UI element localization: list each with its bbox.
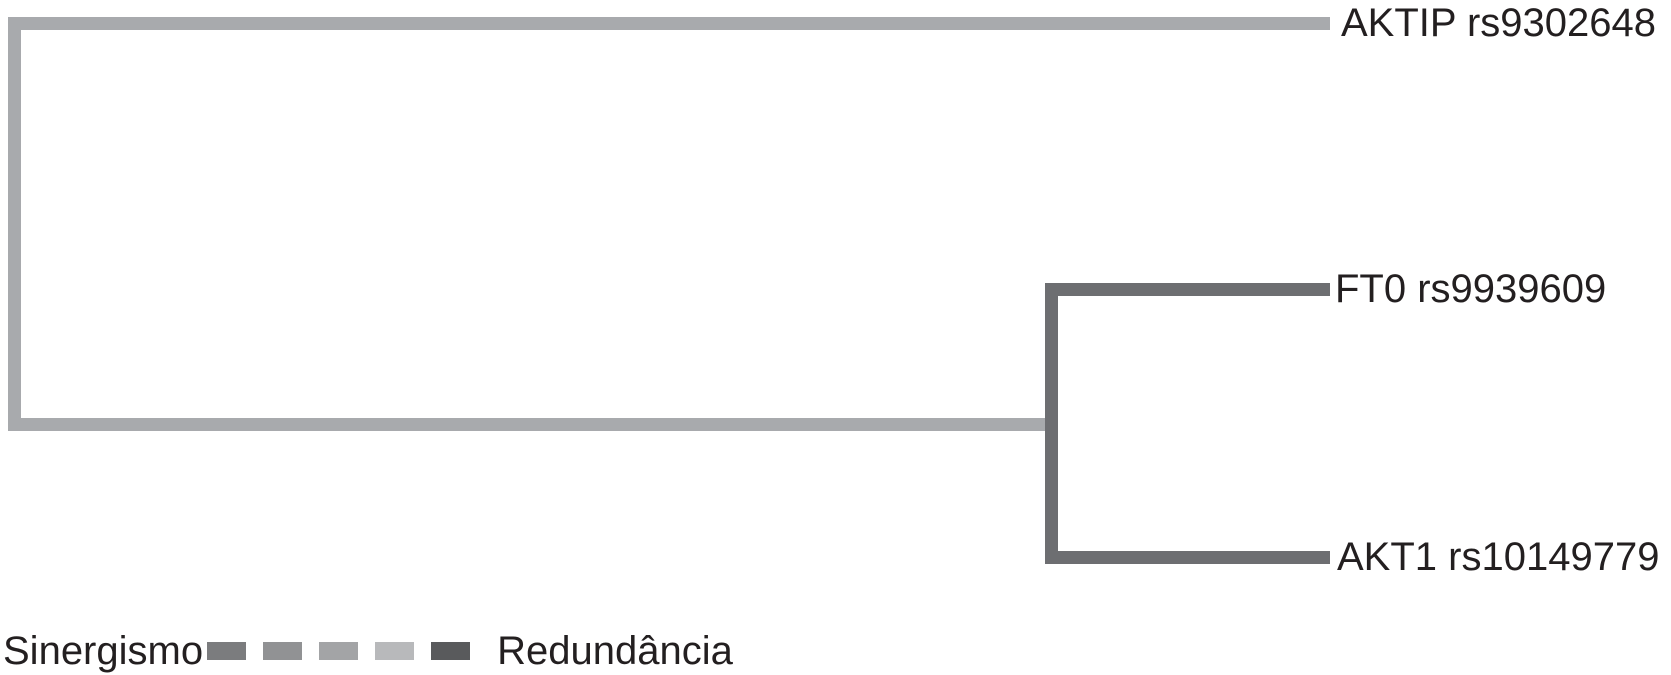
root-vertical-connector	[8, 17, 21, 431]
branch-akt1-horizontal	[1045, 551, 1330, 564]
cluster-vertical-connector	[1045, 283, 1058, 564]
legend-label-redundancia: Redundância	[497, 629, 733, 673]
legend-swatch-4	[375, 642, 415, 660]
leaf-label-akt1: AKT1 rs10149779	[1337, 535, 1660, 579]
leaf-label-aktip: AKTIP rs9302648	[1341, 1, 1657, 45]
branch-aktip-horizontal	[8, 17, 1330, 30]
root-horizontal-to-cluster	[8, 418, 1047, 431]
legend-swatch-5	[431, 642, 471, 660]
legend-color-scale	[207, 642, 471, 660]
legend-swatch-1	[207, 642, 247, 660]
legend-label-sinergismo: Sinergismo	[3, 629, 204, 673]
legend-swatch-3	[319, 642, 359, 660]
legend-swatch-2	[263, 642, 303, 660]
legend: Sinergismo Redundância	[3, 628, 733, 674]
branch-fto-horizontal	[1045, 283, 1330, 296]
leaf-label-fto: FT0 rs9939609	[1335, 267, 1607, 311]
